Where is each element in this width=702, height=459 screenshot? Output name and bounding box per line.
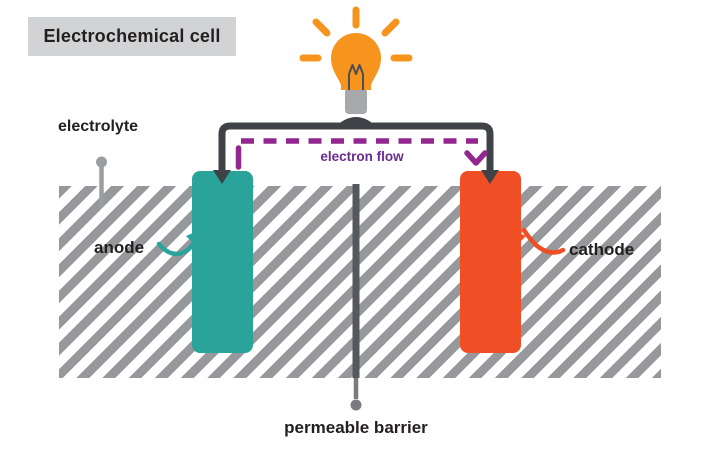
page-title: Electrochemical cell (43, 26, 221, 46)
barrier-label: permeable barrier (284, 418, 428, 437)
anode-label: anode (94, 238, 145, 257)
electron-flow-label: electron flow (320, 149, 404, 164)
electrolyte-pointer-dot (96, 156, 107, 168)
cathode-label: cathode (569, 240, 635, 259)
electrolyte-label: electrolyte (58, 118, 139, 135)
light-bulb-icon (299, 6, 413, 128)
bulb-socket-mound (334, 117, 378, 128)
bulb-globe (331, 33, 381, 90)
separator-pointer-dot (350, 399, 362, 411)
bulb-base (345, 88, 367, 114)
electrolyte-region (59, 186, 661, 378)
bulb-rays (299, 6, 413, 62)
electron-flow-arrowhead-icon (464, 150, 488, 166)
anode-electrode (192, 171, 253, 353)
title-badge: Electrochemical cell (28, 17, 236, 56)
bulb-filament (348, 64, 364, 90)
cathode-electrode (460, 171, 521, 353)
